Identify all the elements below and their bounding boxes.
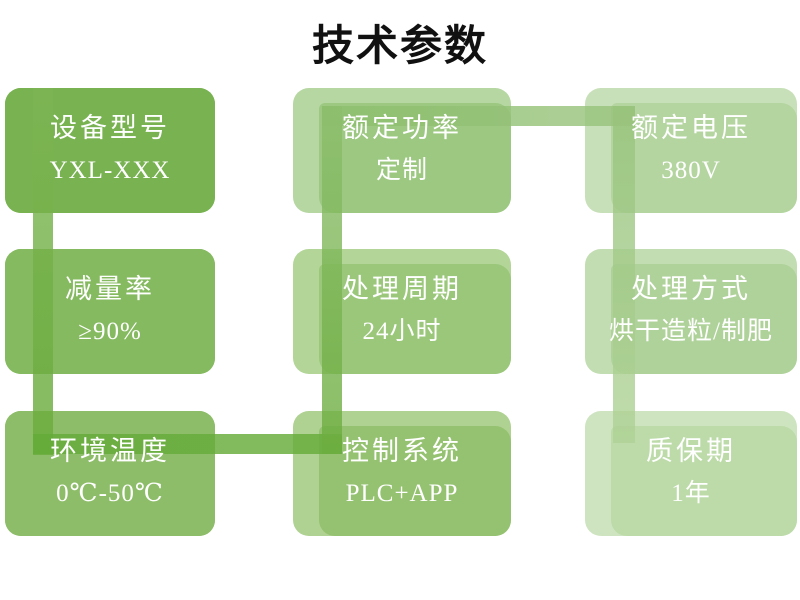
card-value: 1年	[671, 480, 711, 507]
connector-segment-top-horizontal	[322, 106, 635, 126]
card-value: ≥90%	[78, 318, 142, 345]
card-label: 环境温度	[50, 436, 170, 466]
card-fill	[319, 426, 511, 536]
card-value: 烘干造粒/制肥	[609, 318, 773, 345]
card-value: 0℃-50℃	[56, 480, 164, 507]
param-card-control-system: 控制系统 PLC+APP	[293, 411, 511, 536]
card-value: PLC+APP	[345, 480, 459, 507]
card-fill	[611, 103, 797, 213]
card-label: 额定功率	[342, 113, 462, 143]
connector-segment-left-vertical	[33, 88, 53, 455]
card-value: YXL-XXX	[49, 157, 171, 184]
card-value: 定制	[375, 157, 428, 184]
card-label: 控制系统	[342, 436, 462, 466]
card-label: 额定电压	[631, 113, 751, 143]
connector-segment-right-vertical	[613, 106, 635, 443]
card-label: 处理周期	[342, 274, 462, 304]
card-label: 设备型号	[50, 113, 170, 143]
card-label: 处理方式	[631, 274, 751, 304]
card-fill	[611, 426, 797, 536]
card-label: 减量率	[65, 274, 155, 304]
card-label: 质保期	[646, 436, 736, 466]
card-value: 380V	[661, 157, 721, 184]
page-title: 技术参数	[311, 22, 488, 69]
connector-segment-middle-vertical	[322, 106, 342, 454]
connector-segment-bottom-horizontal	[33, 434, 342, 454]
card-fill	[611, 264, 797, 374]
card-fill	[319, 264, 511, 374]
card-value: 24小时	[362, 318, 442, 345]
